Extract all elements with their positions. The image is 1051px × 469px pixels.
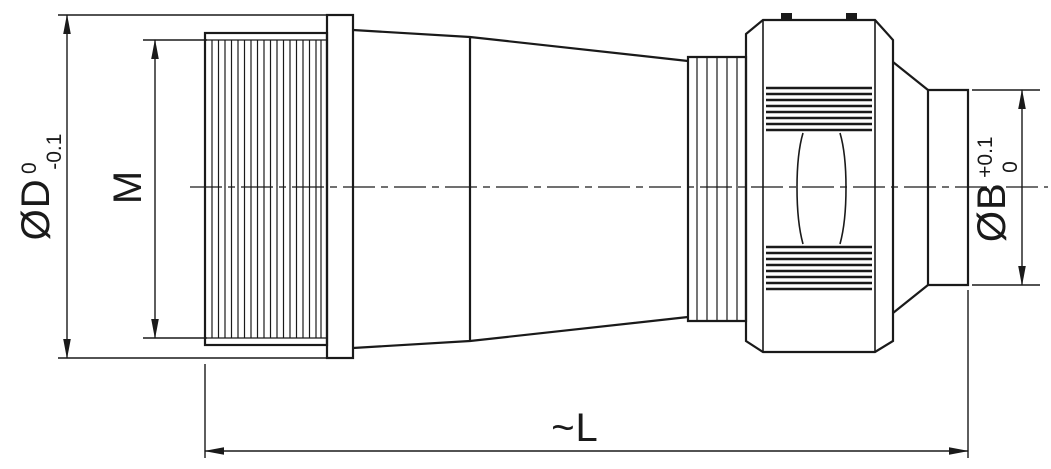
- dim-label-cable-entry: ØB +0.1 0: [970, 132, 1022, 242]
- gland-thread-ridges: [696, 58, 738, 320]
- dim-outer-diameter: ØD 0 -0.1: [14, 14, 327, 359]
- nut-waist-contours: [796, 132, 847, 245]
- nut-groove-band-bottom: [766, 245, 872, 291]
- extension-lines-l: [204, 290, 969, 458]
- backshell-nut-edges: [762, 20, 876, 352]
- dim-tol-upper-b: +0.1: [974, 136, 997, 177]
- dim-thread-m: M: [106, 39, 207, 339]
- nut-groove-band-top: [766, 86, 872, 132]
- rear-taper: [892, 61, 929, 314]
- dim-tol-lower-d: -0.1: [43, 134, 66, 170]
- dim-value-m: M: [106, 170, 150, 204]
- dim-value-d: ØD: [14, 178, 58, 240]
- dim-overall-length: ~L: [204, 290, 969, 458]
- dim-tol-upper-d: 0: [18, 162, 41, 174]
- mounting-flange: [325, 13, 355, 360]
- coupling-shell-thread-bounds: [206, 39, 326, 339]
- dim-cable-entry-diameter: ØB +0.1 0: [970, 89, 1040, 286]
- dim-tol-lower-b: 0: [999, 161, 1022, 173]
- extension-lines-b: [972, 89, 1040, 286]
- extension-lines-d: [58, 14, 327, 359]
- dim-label-outer-diameter: ØD 0 -0.1: [14, 134, 66, 241]
- nut-top-slot-right: [846, 13, 857, 20]
- backshell-nut: [744, 18, 895, 354]
- extension-lines-m: [143, 39, 207, 339]
- dim-value-l: ~L: [551, 406, 599, 450]
- dim-text-cable-entry: ØB +0.1 0: [970, 132, 1022, 242]
- dim-label-thread: M: [106, 170, 150, 204]
- tapered-body: [352, 28, 689, 350]
- cable-entry-tail: [926, 88, 970, 287]
- coupling-shell-threads: [211, 40, 322, 338]
- coupling-shell: [203, 31, 329, 347]
- dim-text-outer-diameter: ØD 0 -0.1: [14, 134, 66, 241]
- dim-value-b: ØB: [970, 182, 1014, 242]
- connector-body: [203, 13, 970, 360]
- nut-top-slot-left: [781, 13, 792, 20]
